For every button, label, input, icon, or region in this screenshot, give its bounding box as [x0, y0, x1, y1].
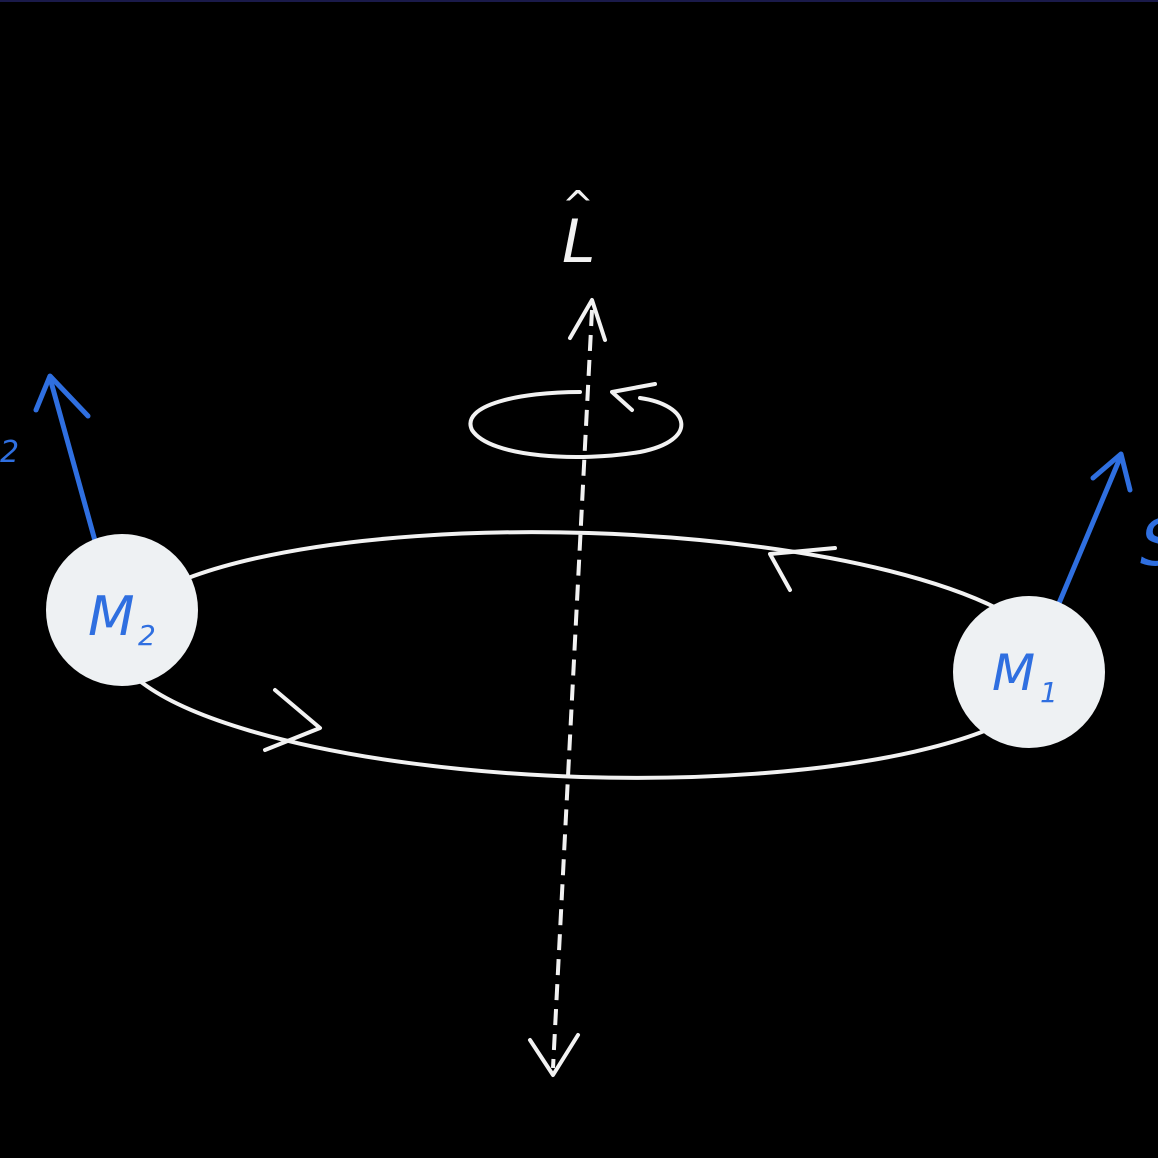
mass-left-subscript: 2	[138, 619, 156, 652]
mass-left: M 2	[46, 534, 198, 686]
curved-arrow-icon	[468, 390, 684, 459]
angular-momentum-axis	[551, 309, 594, 1069]
spin-label-right: S	[1140, 507, 1158, 581]
arrow-up-icon	[568, 298, 607, 342]
mass-left-label: M	[88, 585, 135, 648]
mass-left-body	[46, 534, 198, 686]
orbit-ellipse	[113, 530, 1057, 780]
spin-arrowhead-left	[33, 373, 91, 419]
spin-vector-right	[1054, 455, 1123, 611]
spin-arrowhead-right	[1090, 451, 1133, 493]
mass-right: M 1	[953, 596, 1105, 748]
orbit-direction-arrow-bottom	[263, 688, 322, 752]
mass-right-subscript: 1	[1040, 676, 1058, 709]
axis-label: L	[562, 207, 595, 277]
axis-hat-label: ^	[562, 183, 594, 227]
mass-right-label: M	[992, 644, 1035, 702]
top-border	[0, 0, 1158, 2]
spin-vector-left	[47, 375, 100, 551]
rotation-arrowhead	[610, 382, 657, 412]
mass-right-body	[953, 596, 1105, 748]
spin-label-left: 2	[0, 435, 19, 470]
arrow-down-icon	[528, 1033, 580, 1077]
orbit-direction-arrow-top	[768, 546, 837, 592]
